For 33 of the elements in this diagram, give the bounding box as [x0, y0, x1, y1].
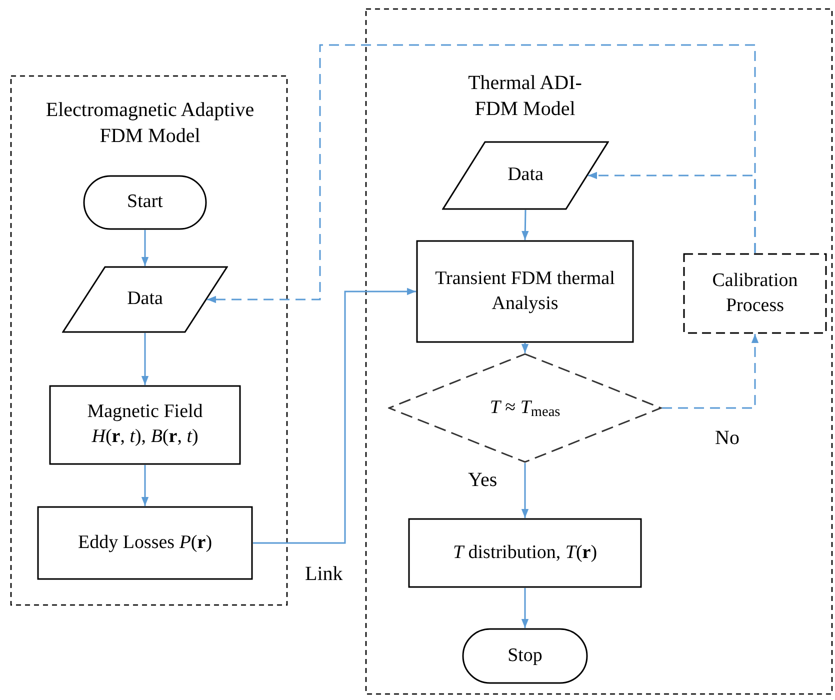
process-box — [37, 506, 253, 580]
node-text: Data — [508, 163, 544, 188]
data-parallelogram — [442, 141, 609, 210]
arrow — [141, 465, 149, 506]
node-text: Transient FDM thermal Analysis — [434, 266, 616, 316]
node-text: Data — [127, 287, 163, 312]
process-box — [683, 253, 827, 334]
process-box — [416, 240, 634, 343]
model-group-frame — [10, 75, 288, 606]
arrow — [662, 334, 759, 409]
arrow — [521, 588, 529, 628]
group-title: Thermal ADI-FDM Model — [467, 71, 583, 122]
node-text: Stop — [508, 644, 542, 668]
process-box — [408, 518, 642, 588]
arrow — [141, 333, 149, 385]
node-text: T distribution, T(r) — [452, 540, 598, 565]
arrow — [521, 463, 529, 518]
node-text: Start — [127, 190, 163, 214]
node-text: Eddy Losses P(r) — [78, 530, 212, 555]
group-title: Electromagnetic Adaptive FDM Model — [44, 98, 256, 149]
arrow — [141, 230, 149, 266]
node-text: T ≈ T$_{meas}$ — [490, 396, 560, 420]
arrow — [521, 343, 529, 353]
arrow — [207, 44, 756, 304]
arrow — [253, 288, 416, 544]
node-text: Calibration Process — [711, 268, 799, 318]
process-box — [49, 385, 241, 465]
model-group-frame — [365, 8, 833, 695]
arrow — [522, 210, 529, 240]
decision-diamond — [388, 353, 662, 463]
node-text: H(r, t), B(r, t) — [92, 425, 198, 449]
data-parallelogram — [62, 266, 228, 333]
node-text: Magnetic Field — [87, 400, 203, 424]
